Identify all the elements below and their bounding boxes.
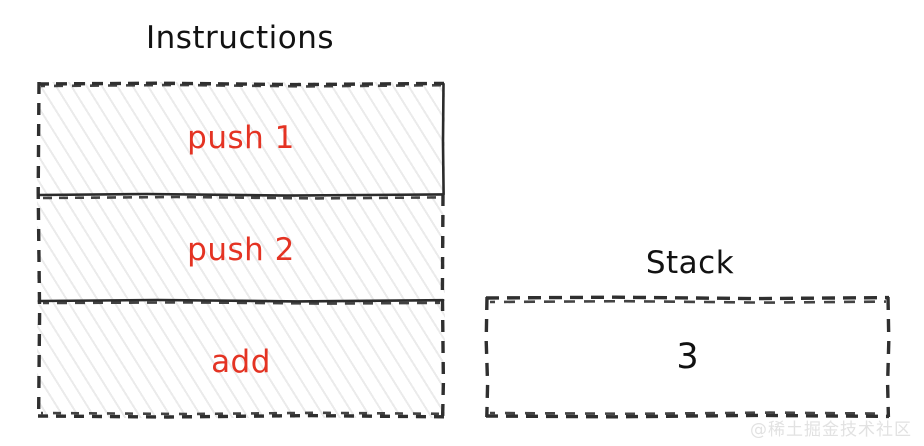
- instructions-title: Instructions: [145, 20, 335, 56]
- instruction-row[interactable]: push 2: [37, 194, 445, 306]
- instruction-label: push 1: [187, 119, 295, 156]
- instruction-row[interactable]: add: [37, 306, 445, 418]
- instruction-row[interactable]: push 1: [37, 82, 445, 194]
- instruction-label: add: [211, 343, 271, 380]
- stack-box: 3: [484, 295, 891, 419]
- watermark-text: @稀土掘金技术社区: [750, 420, 912, 440]
- stack-cell-value: 3: [676, 336, 699, 377]
- stack-title: Stack: [645, 245, 735, 281]
- stack-cell[interactable]: 3: [485, 296, 890, 418]
- instructions-box: push 1 push 2 add: [36, 81, 446, 419]
- instruction-label: push 2: [187, 231, 295, 268]
- instructions-row-list: push 1 push 2 add: [37, 82, 445, 418]
- hatch-fill-pattern: [37, 82, 445, 418]
